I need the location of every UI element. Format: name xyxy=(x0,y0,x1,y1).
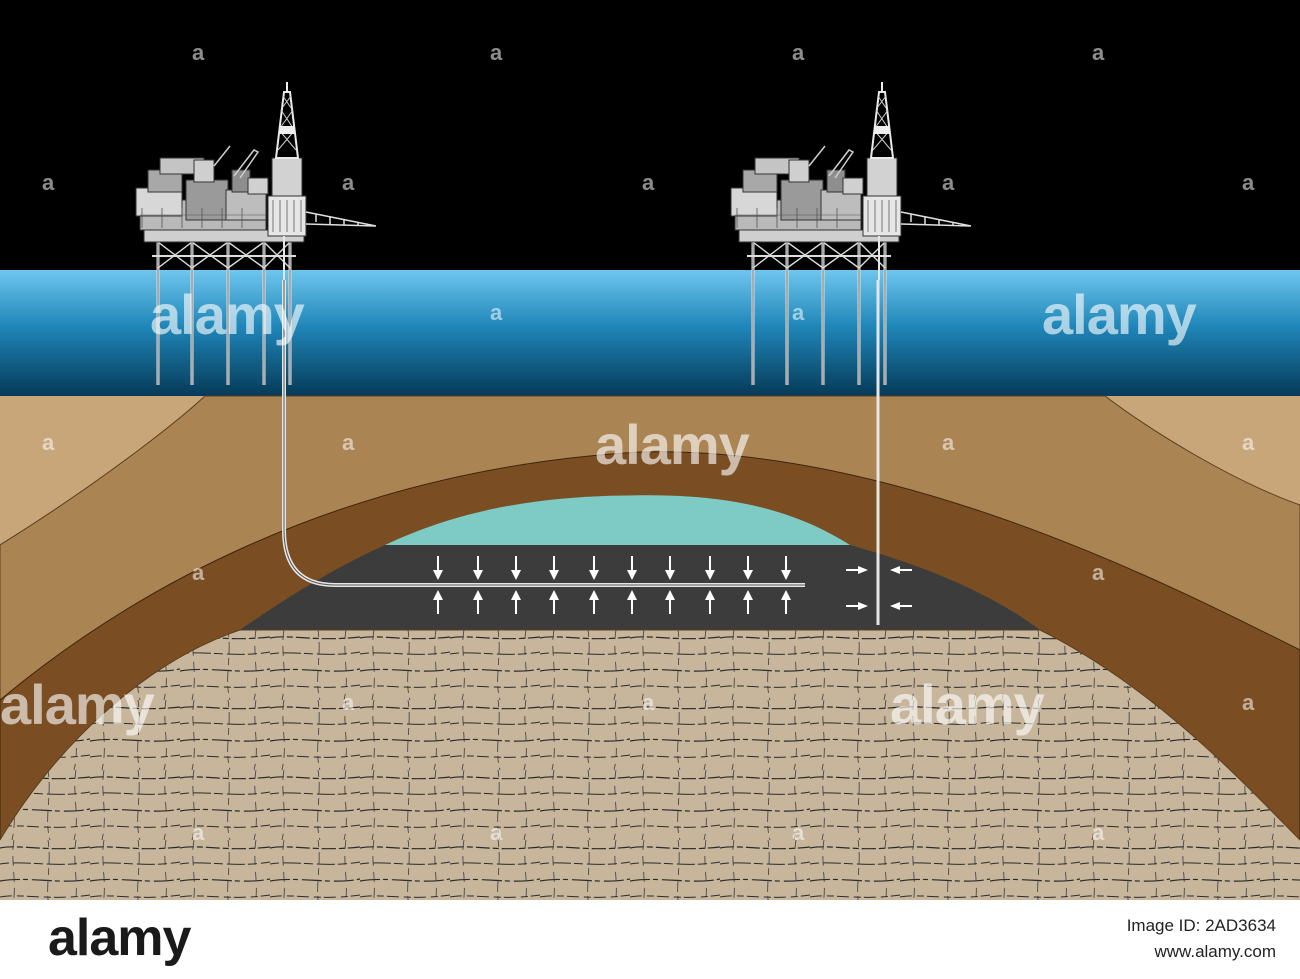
platform-left-icon xyxy=(135,82,377,385)
platform-right-icon xyxy=(730,82,972,385)
arrow-up-icon xyxy=(549,590,559,614)
arrow-down-icon xyxy=(781,556,791,580)
oil-zone xyxy=(240,545,1040,630)
arrow-down-icon xyxy=(433,556,443,580)
arrow-left-icon xyxy=(890,602,912,610)
arrow-up-icon xyxy=(665,590,675,614)
arrow-right-icon xyxy=(846,602,868,610)
arrow-down-icon xyxy=(743,556,753,580)
basement-rock xyxy=(0,630,1300,900)
footer-logo: alamy xyxy=(48,909,191,967)
flow-arrows xyxy=(433,556,912,614)
arrow-down-icon xyxy=(511,556,521,580)
arrow-down-icon xyxy=(627,556,637,580)
footer-image-id: Image ID: 2AD3634 xyxy=(1126,916,1276,935)
sea xyxy=(0,270,1300,396)
arrow-down-icon xyxy=(473,556,483,580)
arrow-left-icon xyxy=(890,566,912,574)
arrow-up-icon xyxy=(589,590,599,614)
arrow-down-icon xyxy=(589,556,599,580)
arrow-up-icon xyxy=(511,590,521,614)
footer-url: www.alamy.com xyxy=(1154,942,1276,961)
reservoir-diagram xyxy=(0,82,1300,900)
footer-bar: alamy Image ID: 2AD3634 www.alamy.com xyxy=(0,900,1300,979)
gas-cap xyxy=(385,495,850,545)
arrow-up-icon xyxy=(473,590,483,614)
arrow-right-icon xyxy=(846,566,868,574)
arrow-up-icon xyxy=(705,590,715,614)
arrow-up-icon xyxy=(781,590,791,614)
basement-edge xyxy=(0,629,1300,841)
arrow-up-icon xyxy=(433,590,443,614)
arrow-up-icon xyxy=(627,590,637,614)
arrow-down-icon xyxy=(549,556,559,580)
arrow-up-icon xyxy=(743,590,753,614)
arrow-down-icon xyxy=(705,556,715,580)
arrow-down-icon xyxy=(665,556,675,580)
